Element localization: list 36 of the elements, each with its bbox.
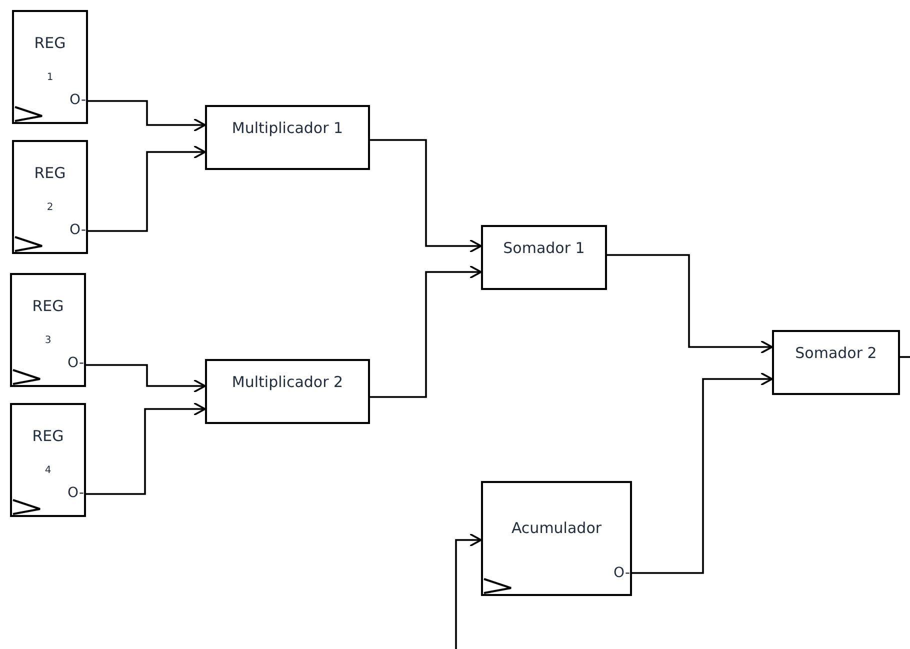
register-box [10, 403, 86, 517]
connector-arrow [455, 533, 482, 649]
output-pin-label: O- [68, 485, 84, 501]
output-pin-label: O- [614, 565, 630, 581]
connector-arrow [632, 372, 773, 574]
block-label: Somador 2 [794, 343, 878, 364]
register-box [10, 273, 86, 387]
accumulator-box [481, 481, 632, 596]
register-label: REG [33, 34, 67, 52]
output-pin-label: O- [70, 222, 86, 238]
block-label: Multiplicador 1 [230, 118, 344, 139]
connector-arrow [88, 145, 206, 232]
block-box [772, 330, 900, 395]
register-index: 4 [44, 465, 52, 476]
block-label: Multiplicador 2 [230, 372, 344, 393]
output-pin-label: O- [70, 92, 86, 108]
register-label: REG [31, 297, 65, 315]
connector-arrow [607, 254, 773, 354]
register-label: REG [33, 164, 67, 182]
block-box [205, 105, 370, 170]
register-index: 1 [46, 72, 54, 83]
block-box [481, 225, 607, 290]
connector-arrow [86, 364, 206, 393]
block-label: Somador 1 [502, 238, 586, 259]
connector-arrow [370, 265, 482, 398]
register-index: 3 [44, 335, 52, 346]
connector-arrow [88, 100, 206, 132]
block-box [205, 359, 370, 424]
output-pin-label: O- [68, 355, 84, 371]
register-index: 2 [46, 202, 54, 213]
block-label: Acumulador [510, 519, 603, 537]
register-box [12, 140, 88, 254]
connector-arrow [370, 139, 482, 253]
register-box [12, 10, 88, 124]
register-label: REG [31, 427, 65, 445]
connector-arrow [86, 402, 206, 495]
